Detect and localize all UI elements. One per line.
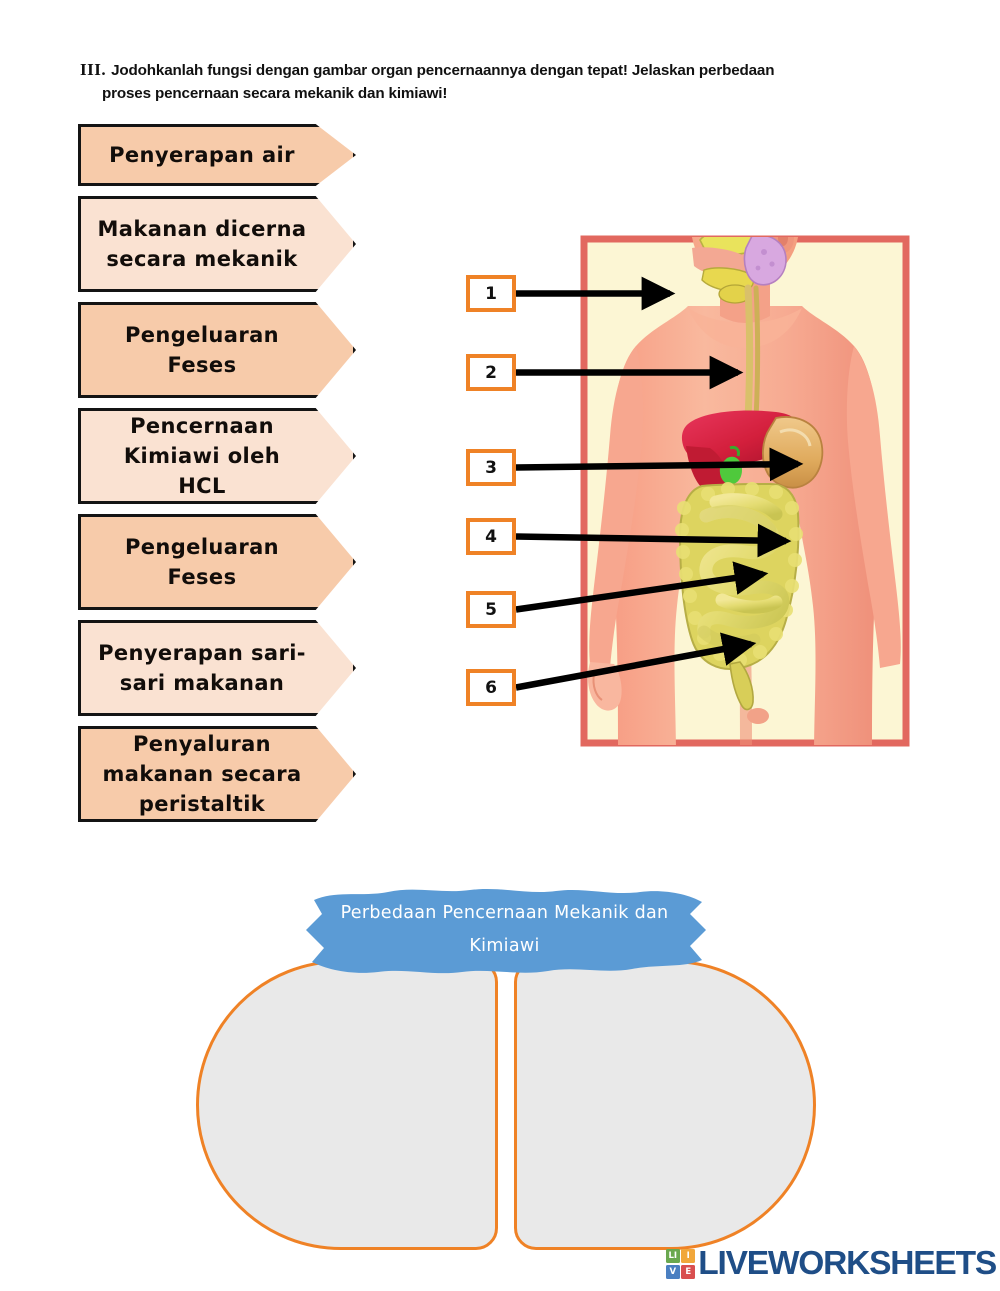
callout-box-6[interactable]: 6 [466, 669, 516, 706]
logo-tile-i: I [681, 1249, 696, 1264]
instruction-line-1: Jodohkanlah fungsi dengan gambar organ p… [111, 62, 775, 79]
logo-tile-v: V [665, 1264, 680, 1279]
callout-box-5[interactable]: 5 [466, 591, 516, 628]
tag-pencernaan-kimiawi[interactable]: Pencernaan Kimiawi oleh HCL [78, 408, 356, 504]
banner-text: Perbedaan Pencernaan Mekanik dan Kimiawi [292, 884, 717, 976]
answer-panel-right[interactable] [514, 960, 816, 1250]
banner-line-1: Perbedaan Pencernaan Mekanik dan [340, 903, 669, 923]
logo-tile-e: E [681, 1264, 696, 1279]
section-numeral: III. [80, 60, 107, 79]
instruction-block: III. Jodohkanlah fungsi dengan gambar or… [80, 58, 910, 105]
tag-penyaluran-makanan[interactable]: Penyaluran makanan secara peristaltik [78, 726, 356, 822]
banner-line-2: Kimiawi [469, 936, 540, 956]
tag-makanan-dicerna[interactable]: Makanan dicerna secara mekanik [78, 196, 356, 292]
tag-penyerapan-air[interactable]: Penyerapan air [78, 124, 356, 186]
logo-wordmark: LIVEWORKSHEETS [698, 1245, 997, 1282]
answer-area [196, 960, 816, 1250]
liveworksheets-logo: LI I V E LIVEWORKSHEETS [665, 1245, 997, 1283]
callout-box-1[interactable]: 1 [466, 275, 516, 312]
logo-tile-li: LI [665, 1249, 680, 1264]
tag-pengeluaran-feses-1[interactable]: Pengeluaran Feses [78, 302, 356, 398]
tag-penyerapan-sari[interactable]: Penyerapan sari-sari makanan [78, 620, 356, 716]
instruction-line-2: proses pencernaan secara mekanik dan kim… [102, 85, 448, 102]
answer-panel-left[interactable] [196, 960, 498, 1250]
function-tag-list: Penyerapan air Makanan dicerna secara me… [78, 124, 368, 832]
human-digestive-system-illustration [580, 235, 910, 747]
callout-box-2[interactable]: 2 [466, 354, 516, 391]
tag-pengeluaran-feses-2[interactable]: Pengeluaran Feses [78, 514, 356, 610]
digestive-system-diagram: 1 2 3 4 5 6 [455, 196, 910, 756]
callout-box-4[interactable]: 4 [466, 518, 516, 555]
comparison-banner: Perbedaan Pencernaan Mekanik dan Kimiawi [292, 884, 717, 976]
logo-tile-grid: LI I V E [665, 1249, 696, 1279]
callout-box-3[interactable]: 3 [466, 449, 516, 486]
banner-shape [306, 888, 706, 974]
